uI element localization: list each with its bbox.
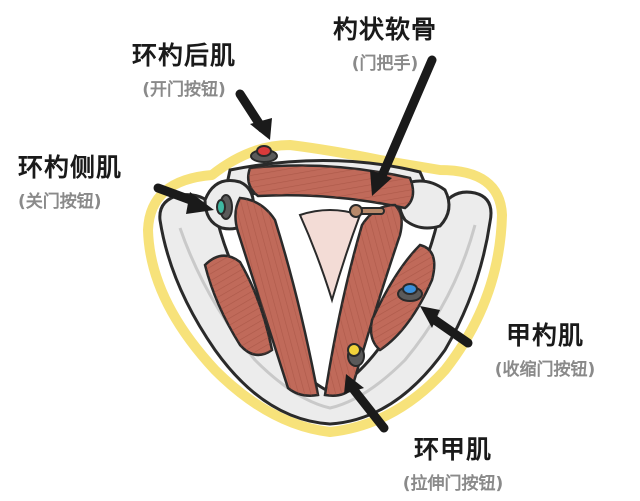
door-handle-icon <box>349 204 385 218</box>
arrow-thyroarytenoid <box>420 306 473 348</box>
cricothyroid-subtitle: (拉伸门按钮) <box>402 474 504 494</box>
blue-button-icon <box>397 283 423 302</box>
right-vocal-fibers <box>325 205 402 396</box>
arytenoid-title: 杓状软骨 <box>332 15 437 44</box>
arrow-posterior-cricoarytenoid <box>235 89 272 140</box>
lateral-cricoarytenoid-title: 环杓侧肌 <box>18 153 123 182</box>
left-vocal-fibers <box>235 198 318 396</box>
red-button-icon <box>250 145 278 163</box>
label-arytenoid: 杓状软骨 (门把手) <box>305 10 465 74</box>
label-lateral-cricoarytenoid: 环杓侧肌 (关门按钮) <box>18 148 122 212</box>
label-cricothyroid: 环甲肌 (拉伸门按钮) <box>378 430 528 494</box>
glottis-gap <box>298 209 362 304</box>
label-thyroarytenoid: 甲杓肌 (收缩门按钮) <box>470 316 620 380</box>
left-cricothyroid-fibers <box>205 255 272 355</box>
arrow-lateral-cricoarytenoid <box>153 183 214 214</box>
arrow-cricothyroid <box>344 374 389 433</box>
larynx-glow-outline <box>143 140 507 437</box>
cricothyroid-title: 环甲肌 <box>413 435 492 464</box>
thyroarytenoid-subtitle: (收缩门按钮) <box>494 360 596 380</box>
posterior-cricoarytenoid-title: 环杓后肌 <box>131 41 236 70</box>
teal-button-icon <box>216 194 233 220</box>
arytenoid-subtitle: (门把手) <box>351 54 419 74</box>
yellow-button-icon <box>347 343 365 367</box>
arrow-arytenoid <box>370 55 437 196</box>
label-posterior-cricoarytenoid: 环杓后肌 (开门按钮) <box>114 36 254 100</box>
lateral-cricoarytenoid-subtitle: (关门按钮) <box>18 192 102 212</box>
posterior-cricoarytenoid-subtitle: (开门按钮) <box>142 80 226 100</box>
thyroarytenoid-title: 甲杓肌 <box>505 321 584 350</box>
